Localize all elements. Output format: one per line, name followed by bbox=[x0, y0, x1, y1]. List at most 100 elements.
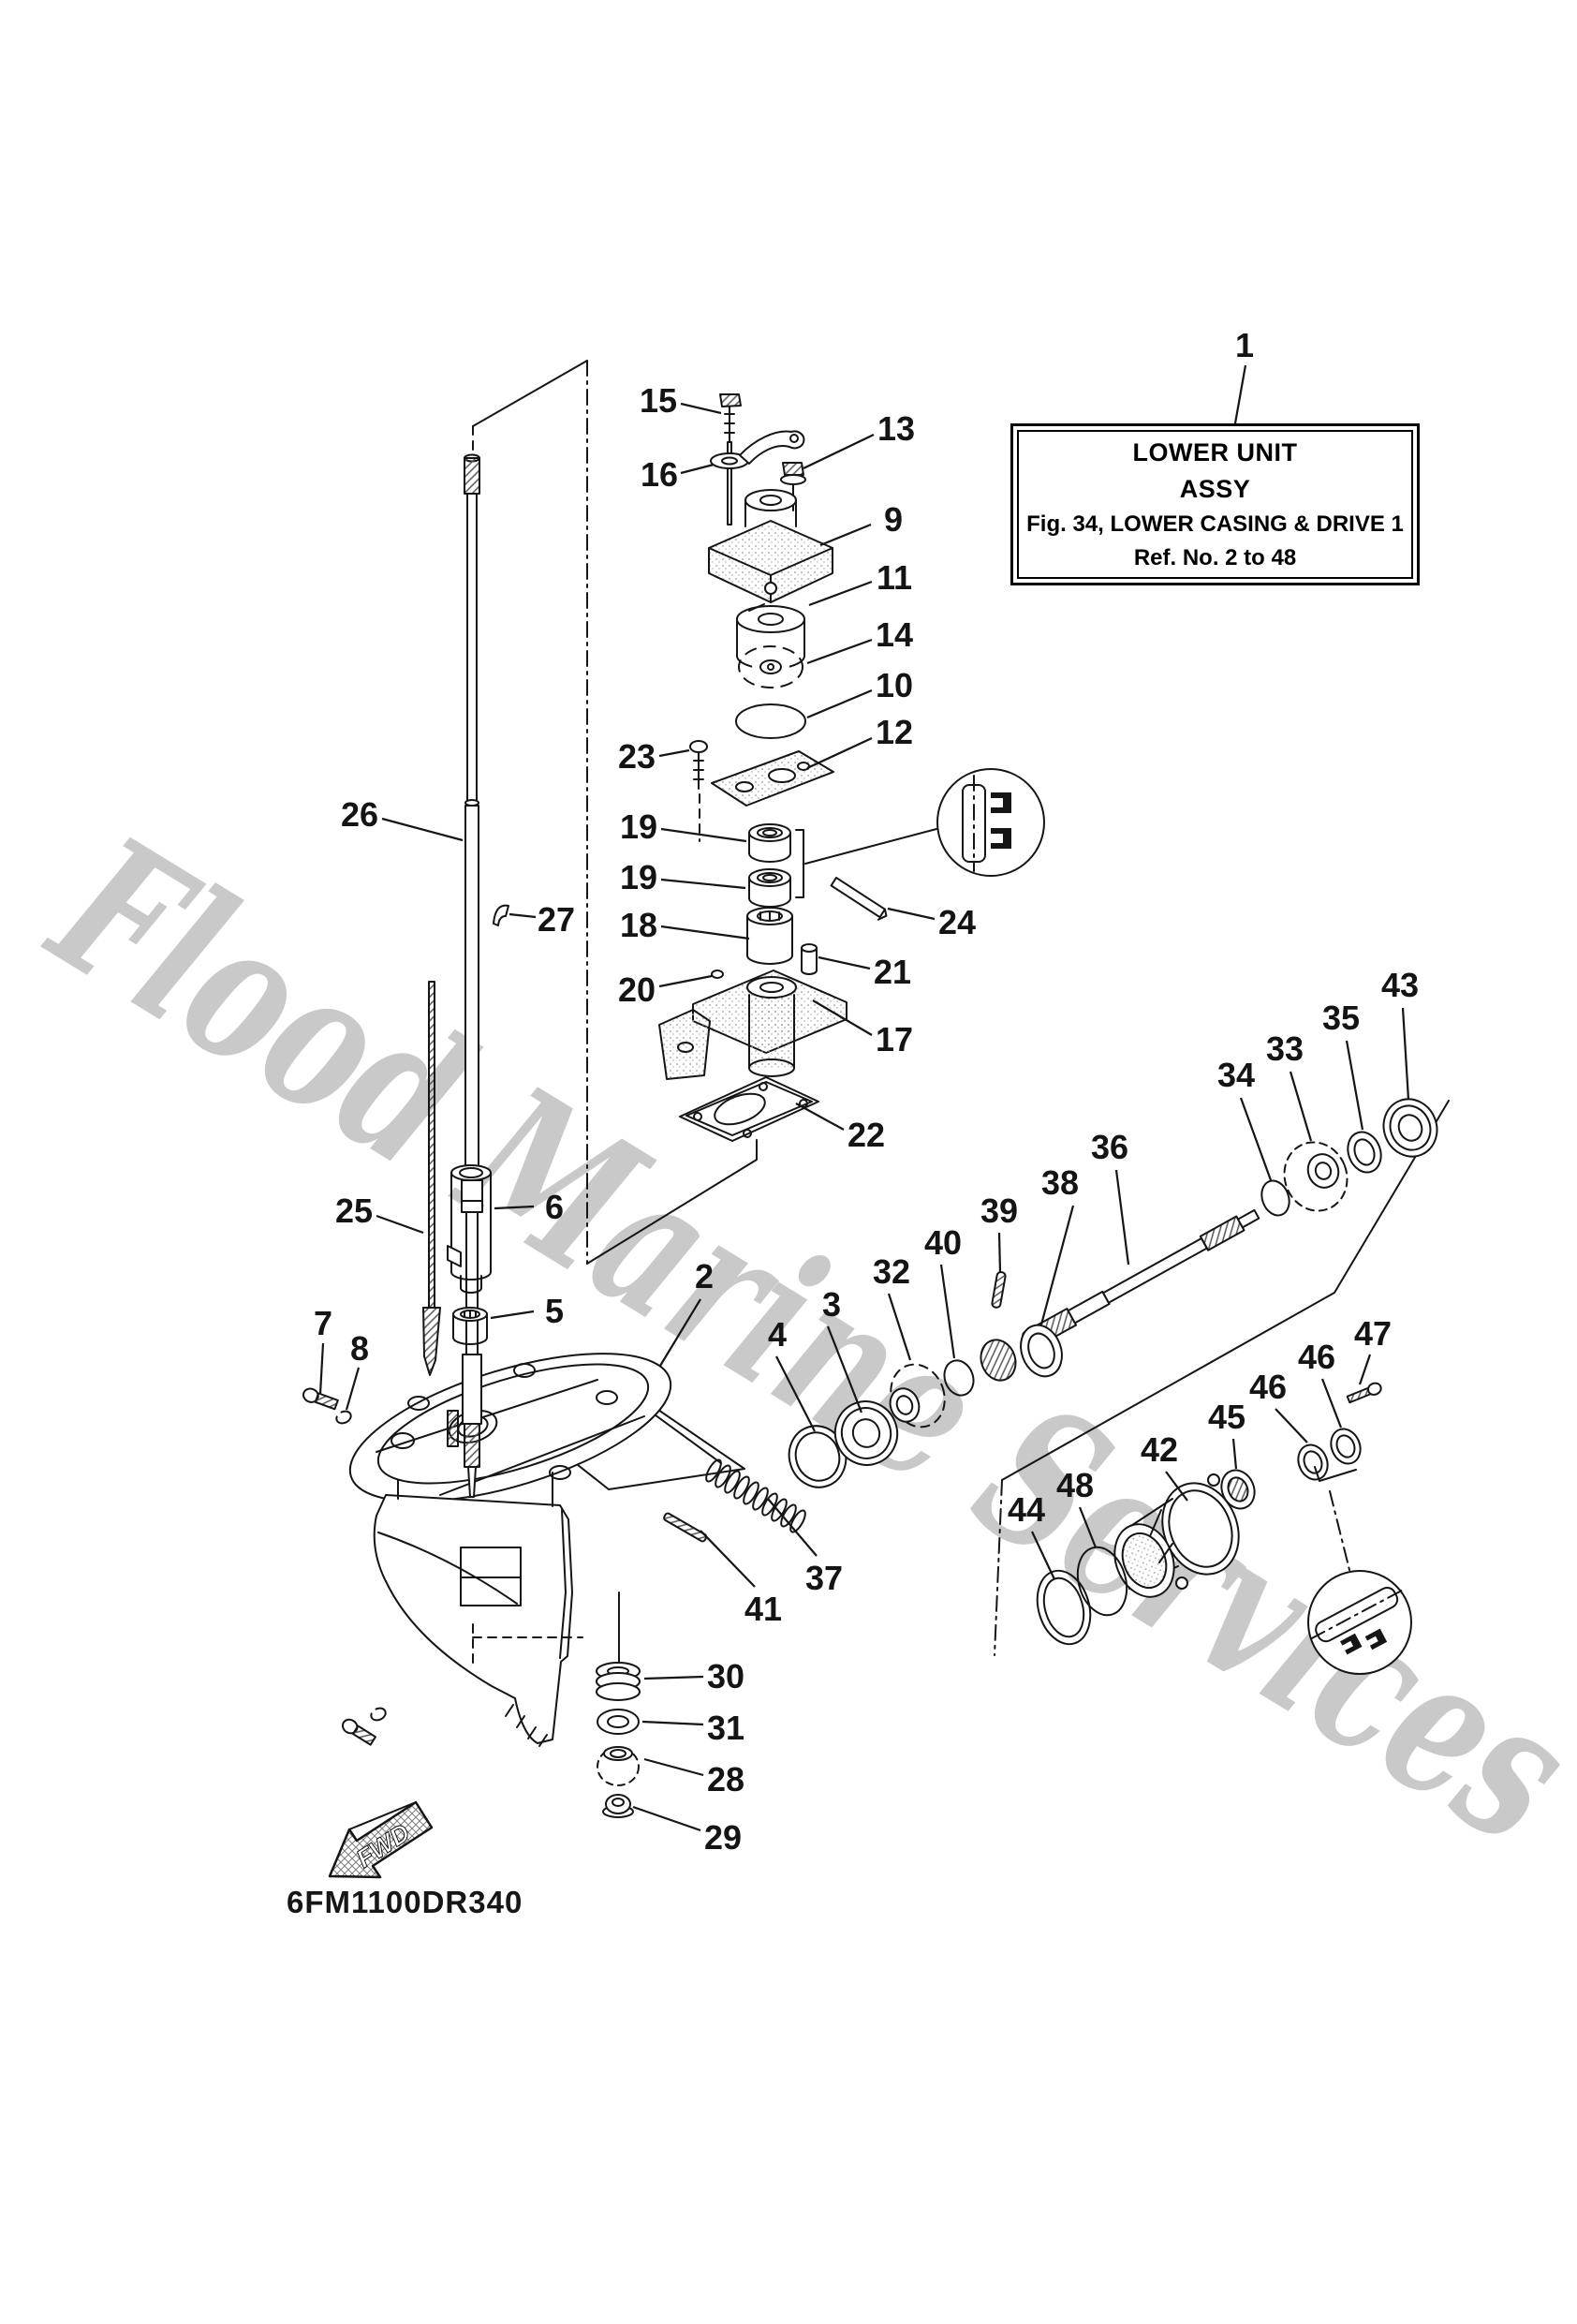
part-o-ring-34 bbox=[1260, 1179, 1290, 1217]
leader-line-15 bbox=[680, 402, 722, 415]
callout-17: 17 bbox=[876, 1020, 913, 1058]
callout-48: 48 bbox=[1056, 1466, 1094, 1504]
callout-9: 9 bbox=[884, 500, 903, 539]
part-spring-37 bbox=[705, 1458, 806, 1533]
leader-line-42 bbox=[1165, 1471, 1188, 1502]
callout-30: 30 bbox=[707, 1657, 744, 1695]
callout-31: 31 bbox=[707, 1709, 744, 1747]
part-impeller-14 bbox=[738, 645, 803, 688]
callout-15: 15 bbox=[640, 381, 677, 420]
part-pump-housing-9 bbox=[708, 489, 833, 603]
part-washer-8-lower bbox=[370, 1707, 387, 1722]
callout-46: 46 bbox=[1298, 1338, 1335, 1376]
callout-35: 35 bbox=[1322, 999, 1360, 1037]
seal-46-bracket bbox=[1314, 1466, 1357, 1571]
fwd-arrow: FWD bbox=[328, 1800, 434, 1879]
leader-line-30 bbox=[643, 1675, 704, 1680]
callout-8: 8 bbox=[350, 1329, 369, 1368]
part-pinion-gear-32 bbox=[889, 1363, 946, 1428]
callout-19: 19 bbox=[620, 807, 657, 846]
part-bolt-23 bbox=[689, 740, 708, 842]
leader-line-14 bbox=[806, 638, 873, 665]
callout-22: 22 bbox=[847, 1116, 885, 1154]
callout-7: 7 bbox=[314, 1304, 332, 1342]
leader-line-29 bbox=[632, 1805, 701, 1832]
part-bearing-43 bbox=[1382, 1098, 1438, 1158]
part-oil-seal-19b bbox=[748, 868, 791, 908]
part-shift-rod bbox=[422, 981, 441, 1376]
leader-line-17 bbox=[812, 999, 873, 1036]
leader-line-5 bbox=[490, 1310, 535, 1320]
leader-line-10 bbox=[806, 688, 873, 719]
callout-36: 36 bbox=[1091, 1128, 1128, 1166]
leader-line-2 bbox=[659, 1298, 701, 1367]
leader-line-44 bbox=[1031, 1531, 1055, 1580]
leader-line-12 bbox=[806, 737, 873, 769]
part-key-24 bbox=[830, 877, 888, 921]
detail-circle-seals-46 bbox=[1307, 1570, 1412, 1675]
part-driveshaft-sleeve bbox=[447, 1164, 492, 1294]
callout-45: 45 bbox=[1208, 1398, 1245, 1436]
leader-line-35 bbox=[1345, 1040, 1364, 1131]
leader-line-9 bbox=[819, 523, 872, 547]
callout-25: 25 bbox=[335, 1192, 373, 1230]
callout-3: 3 bbox=[822, 1285, 841, 1324]
leader-line-25 bbox=[376, 1214, 424, 1235]
callout-14: 14 bbox=[876, 615, 913, 654]
leader-line-32 bbox=[887, 1293, 912, 1361]
callout-16: 16 bbox=[641, 455, 678, 494]
callout-26: 26 bbox=[341, 795, 378, 834]
leader-line-47 bbox=[1358, 1354, 1372, 1385]
callout-42: 42 bbox=[1141, 1430, 1178, 1469]
part-pin-20 bbox=[711, 970, 724, 979]
part-cam-lever bbox=[739, 430, 805, 465]
callout-5: 5 bbox=[545, 1292, 564, 1330]
part-pump-base-17 bbox=[658, 970, 847, 1080]
callout-33: 33 bbox=[1266, 1029, 1304, 1068]
part-pin-39 bbox=[991, 1271, 1007, 1309]
callout-46: 46 bbox=[1249, 1368, 1287, 1406]
callout-12: 12 bbox=[876, 713, 913, 751]
leader-line-6 bbox=[494, 1205, 535, 1210]
callout-24: 24 bbox=[938, 903, 976, 941]
part-insert-cartridge-11 bbox=[736, 603, 805, 670]
leader-line-48 bbox=[1078, 1506, 1098, 1548]
part-bushing-18 bbox=[746, 907, 793, 965]
leader-line-27 bbox=[508, 912, 537, 919]
title-line-3: Fig. 34, LOWER CASING & DRIVE 1 bbox=[1026, 511, 1404, 537]
leader-line-11 bbox=[808, 580, 873, 607]
part-driveshaft bbox=[461, 453, 509, 1498]
callout-2: 2 bbox=[695, 1257, 714, 1295]
callout-43: 43 bbox=[1381, 966, 1419, 1004]
leader-line-36 bbox=[1114, 1169, 1130, 1266]
part-prop-shaft bbox=[1022, 1208, 1260, 1351]
leader-line-24 bbox=[887, 907, 936, 921]
callout-44: 44 bbox=[1008, 1490, 1045, 1529]
part-seal-46b bbox=[1330, 1428, 1362, 1465]
panel-outline-right bbox=[994, 1100, 1450, 1656]
leader-line-39 bbox=[997, 1232, 1002, 1273]
leader-line-38 bbox=[1039, 1205, 1075, 1325]
leader-line-8 bbox=[345, 1367, 361, 1411]
leader-line-13 bbox=[803, 434, 875, 469]
part-forward-gear-33 bbox=[1283, 1141, 1349, 1212]
callout-29: 29 bbox=[704, 1818, 742, 1857]
leader-line-46 bbox=[1275, 1408, 1308, 1443]
callout-41: 41 bbox=[744, 1590, 782, 1628]
callout-47: 47 bbox=[1354, 1314, 1392, 1353]
detail-circle-seals-19 bbox=[936, 768, 1045, 877]
part-pump-bolt-15 bbox=[719, 393, 742, 525]
callout-1: 1 bbox=[1235, 326, 1254, 364]
leader-line-41 bbox=[700, 1530, 756, 1588]
part-gasket-22 bbox=[679, 1076, 819, 1142]
leader-line-19 bbox=[660, 878, 746, 890]
part-o-ring-44 bbox=[1036, 1569, 1092, 1646]
leader-line-37 bbox=[767, 1498, 818, 1557]
part-gasket-12 bbox=[711, 750, 834, 807]
part-rod-41 bbox=[663, 1512, 708, 1543]
leader-line-46 bbox=[1320, 1378, 1343, 1428]
part-bearing-3 bbox=[833, 1400, 899, 1466]
leader-line-28 bbox=[643, 1757, 704, 1777]
